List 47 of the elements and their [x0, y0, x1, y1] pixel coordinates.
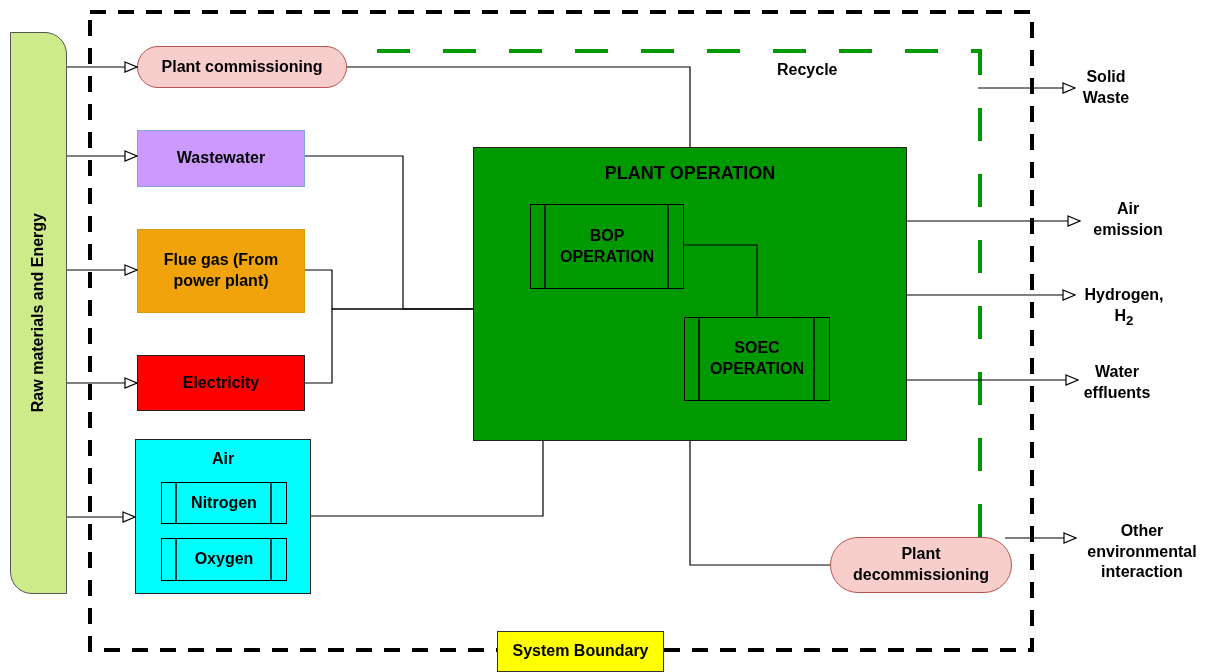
- process-pill: [830, 537, 1012, 593]
- arrow: [66, 511, 136, 523]
- subprocess-box: [161, 538, 287, 581]
- node-title: PLANT OPERATION: [603, 162, 777, 185]
- arrow: [906, 374, 1079, 386]
- node-label: Wastewater: [176, 148, 266, 169]
- band-label: Raw materials and Energy: [28, 213, 48, 413]
- arrow: [906, 215, 1081, 227]
- node-label: Electricity: [182, 372, 260, 393]
- node-label: Plant commissioning: [161, 56, 323, 77]
- node-label: Nitrogen: [190, 492, 258, 513]
- node-label: SOEC OPERATION: [709, 338, 805, 379]
- arrow: [66, 150, 138, 162]
- arrow: [977, 82, 1076, 94]
- subprocess-box: [530, 204, 684, 289]
- arrow: [906, 289, 1076, 301]
- process-box: [137, 355, 305, 411]
- process-box: [137, 130, 305, 187]
- node-title: Air: [210, 449, 236, 469]
- output-label: Hydrogen, H$_{2}$: [1083, 284, 1165, 330]
- input-band: [10, 32, 67, 594]
- output-label: Air emission: [1092, 199, 1164, 240]
- subprocess-box: [684, 317, 830, 401]
- arrow: [1004, 532, 1077, 544]
- process-box: [473, 147, 907, 441]
- output-label: Other environmental interaction: [1086, 520, 1198, 583]
- group-box: [135, 439, 311, 594]
- connector: [346, 66, 691, 148]
- output-label: Solid Waste: [1081, 67, 1131, 108]
- node-label: BOP OPERATION: [559, 225, 655, 267]
- arrow: [66, 377, 138, 389]
- connector: [304, 308, 474, 384]
- boundary-tag: System Boundary: [497, 631, 664, 672]
- arrow: [66, 61, 138, 73]
- edge-label: Recycle: [775, 60, 840, 81]
- connector: [310, 440, 544, 517]
- system-boundary: [88, 10, 1034, 672]
- arrow: [66, 264, 138, 276]
- process-box: [137, 229, 305, 313]
- process-pill: [137, 46, 347, 88]
- node-label: Plant decommissioning: [852, 544, 990, 585]
- connector: [689, 440, 831, 566]
- output-label: Water effluents: [1082, 362, 1152, 403]
- subprocess-box: [161, 482, 287, 524]
- connector: [682, 244, 758, 317]
- node-label: Flue gas (From power plant): [162, 250, 280, 291]
- node-label: Oxygen: [193, 549, 255, 570]
